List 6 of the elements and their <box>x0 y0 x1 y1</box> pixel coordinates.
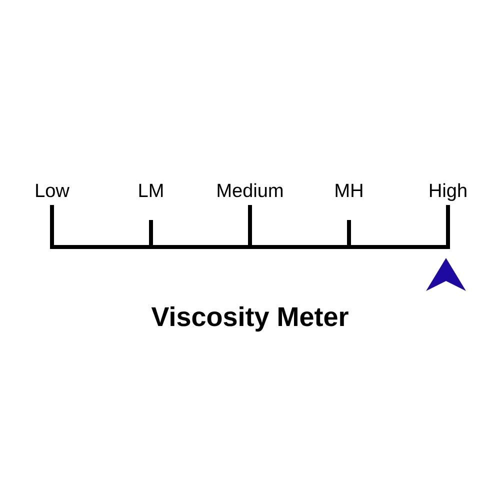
title: Viscosity Meter <box>151 306 348 332</box>
scale-label: MH <box>336 184 362 197</box>
scale-label: High <box>430 183 466 201</box>
scale-label: LM <box>139 184 163 197</box>
scale-label: Low <box>36 184 70 198</box>
scale-label: Medium <box>218 183 283 198</box>
